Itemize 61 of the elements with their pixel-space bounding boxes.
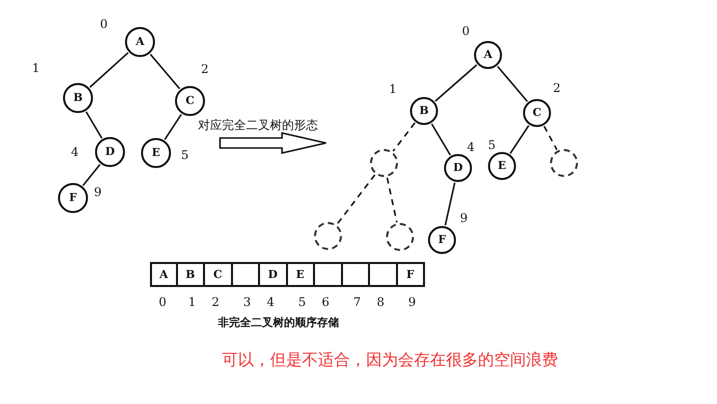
node-letter: A [134,35,146,48]
tree-edge [434,64,478,102]
tree-edge [82,164,101,186]
tree-edge [444,182,456,226]
empty-node [550,149,578,177]
dashed-tree-edge [386,178,398,222]
tree-edge [431,123,451,156]
cell-letter: F [405,268,416,280]
index-label: 0 [100,17,108,31]
tree-edge [510,125,530,154]
index-label: 2 [553,81,561,95]
index-label: 9 [408,295,416,309]
index-label: 2 [201,62,209,76]
node-letter: D [104,145,116,158]
index-label: 1 [32,61,40,75]
tree-edge [497,66,528,102]
arrow-label: 对应完全二叉树的形态 [198,117,318,134]
index-label: 9 [460,211,468,225]
array-caption: 非完全二叉树的顺序存储 [218,315,339,330]
node-letter: D [452,161,464,174]
index-label: 1 [188,295,196,309]
cell-letter: D [266,268,279,280]
empty-node [386,223,414,251]
index-label: 0 [462,24,470,38]
node-letter: F [68,191,78,204]
index-label: 4 [266,295,274,309]
index-label: 5 [181,148,189,162]
index-label: 2 [212,295,220,309]
cell-letter: B [184,268,196,280]
node-letter: F [437,233,447,246]
tree-edge [150,54,180,90]
dashed-tree-edge [392,122,416,152]
node-letter: B [72,91,84,104]
note-text: 可以，但是不适合，因为会存在很多的空间浪费 [222,350,558,371]
index-label: 9 [94,185,102,199]
index-label: 3 [243,295,251,309]
empty-node [314,222,342,250]
dashed-tree-edge [336,174,376,225]
dashed-tree-edge [543,126,558,150]
tree-edge [85,111,103,139]
index-label: 1 [389,82,397,96]
index-label: 4 [467,140,475,154]
node-letter: E [150,146,162,159]
index-label: 5 [488,138,496,152]
tree-edge [89,52,129,88]
tree-edge [164,114,182,140]
node-letter: C [184,94,196,107]
index-label: 4 [71,145,79,159]
index-label: 7 [353,295,361,309]
cell-letter: C [212,268,224,280]
node-letter: C [532,106,542,119]
node-letter: E [496,159,508,172]
cell-letter: A [158,268,170,280]
index-label: 8 [376,295,384,309]
index-label: 5 [298,295,306,309]
index-label: 6 [322,295,330,309]
index-label: 0 [158,295,166,309]
node-letter: B [418,104,430,117]
node-letter: A [482,48,494,61]
cell-letter: E [295,268,306,280]
empty-node [370,149,398,177]
